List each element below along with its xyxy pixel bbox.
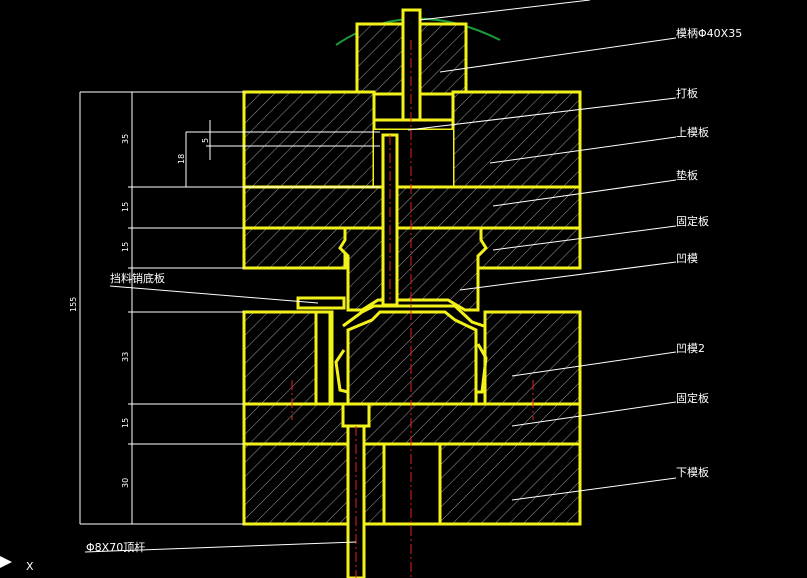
dim-5: 5 [201, 138, 210, 143]
die-side-left [334, 349, 349, 394]
shank-right [418, 22, 468, 96]
label-ejector-rod: Φ8X70顶杆 [86, 540, 145, 554]
label-punch-rod: 模柄Φ40X35 [676, 27, 742, 40]
lower-die-plate-right [438, 442, 582, 526]
upper-punch [338, 226, 488, 312]
leader-lines [84, 0, 677, 553]
upper-die-plate-right [451, 90, 582, 189]
die-side-right [476, 343, 488, 394]
dim-15c: 15 [121, 418, 130, 428]
dim-15b: 15 [121, 242, 130, 252]
label-fixed-plate-lower: 固定板 [676, 391, 709, 405]
fixed-plate-upper-left [242, 226, 347, 270]
dim-18: 18 [177, 154, 186, 164]
dim-total: 155 [69, 297, 78, 312]
dimension-chain [79, 91, 380, 525]
dim-15a: 15 [121, 202, 130, 212]
stop-pin [314, 310, 332, 406]
label-upper-die-plate: 上模板 [676, 125, 709, 139]
upper-die-plate-left [242, 90, 376, 189]
label-stripper-plate: 打板 [676, 86, 698, 100]
dim-35: 35 [121, 134, 130, 144]
lower-punch [346, 310, 478, 406]
dim-30: 30 [121, 478, 130, 488]
dim-33: 33 [121, 352, 130, 362]
ejector-head [341, 402, 371, 428]
fixed-plate-upper-right [476, 226, 582, 270]
label-material-stop: 挡料销底板 [110, 271, 165, 285]
lower-die-right [483, 310, 582, 406]
ucs-icon: X [0, 556, 34, 573]
formed-part [342, 304, 485, 328]
label-concave-die-2: 凹模2 [676, 342, 705, 355]
label-backing-plate: 垫板 [676, 168, 698, 182]
label-fixed-plate-upper: 固定板 [676, 214, 709, 228]
stripper-plate [372, 118, 455, 132]
fixed-plate-lower [242, 402, 582, 446]
backing-plate [242, 185, 582, 230]
shank-left [355, 22, 405, 96]
lower-die-hole [382, 442, 442, 526]
label-concave-die: 凹模 [676, 252, 698, 265]
stop-pin-plate [296, 296, 346, 310]
label-lower-die-plate: 下模板 [676, 465, 709, 479]
svg-text:X: X [26, 560, 34, 573]
